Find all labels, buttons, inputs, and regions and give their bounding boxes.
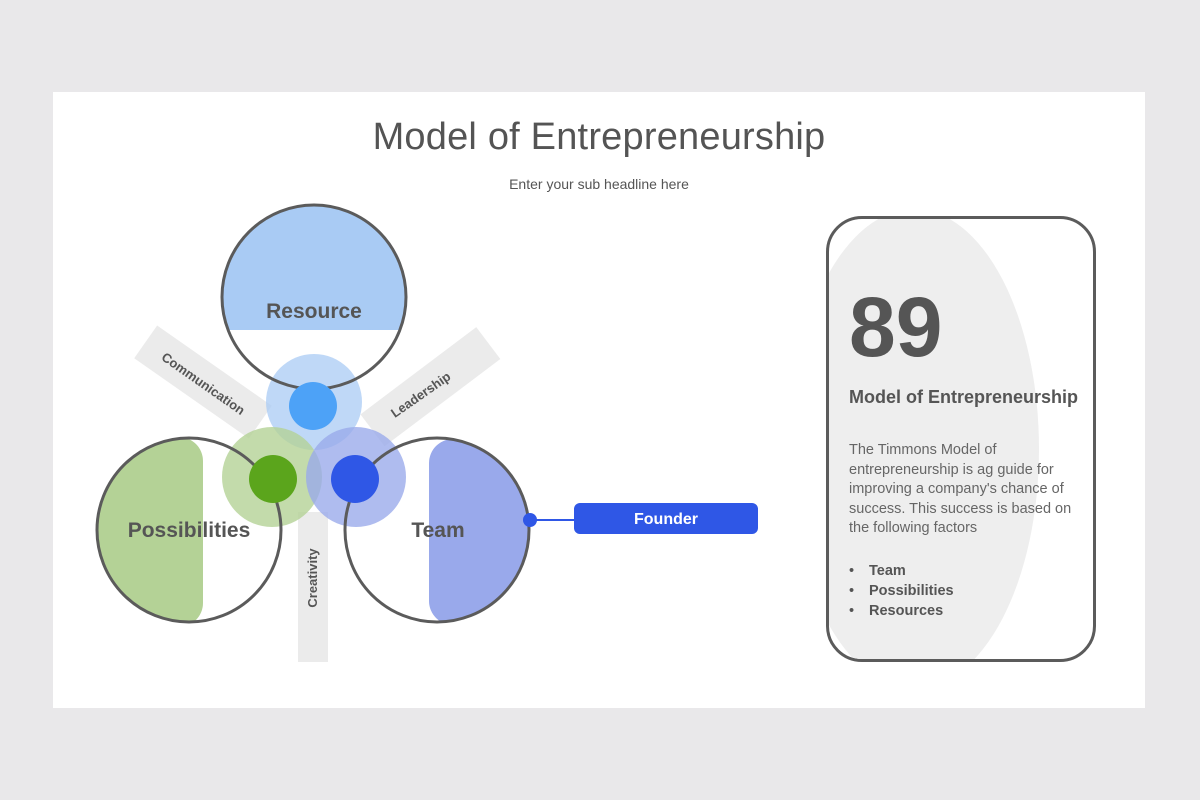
founder-badge bbox=[574, 503, 758, 534]
list-item: Team bbox=[849, 561, 954, 581]
card-description: The Timmons Model of entrepreneurship is… bbox=[849, 442, 1072, 536]
card-heading: Model of Entrepreneurship bbox=[849, 387, 1079, 407]
possibilities-dot bbox=[249, 455, 297, 503]
resource-dot bbox=[289, 382, 337, 430]
slide: Model of Entrepreneurship Enter your sub… bbox=[53, 92, 1145, 708]
resource-label: Resource bbox=[266, 300, 362, 323]
founder-label: Founder bbox=[634, 511, 698, 528]
possibilities-label: Possibilities bbox=[128, 519, 251, 542]
stat-card: 89 Model of Entrepreneurship The Timmons… bbox=[826, 216, 1096, 662]
creativity-label: Creativity bbox=[305, 548, 320, 608]
team-circle bbox=[343, 436, 531, 624]
resource-fill-cap bbox=[222, 297, 406, 330]
team-fill bbox=[429, 439, 529, 622]
list-item: Resources bbox=[849, 601, 954, 621]
team-label: Team bbox=[411, 519, 464, 542]
communication-band bbox=[134, 325, 272, 439]
list-item: Possibilities bbox=[849, 581, 954, 601]
leadership-band bbox=[360, 327, 501, 447]
possibilities-fill bbox=[97, 438, 203, 622]
factor-list: Team Possibilities Resources bbox=[849, 561, 954, 621]
connector-bands bbox=[134, 325, 501, 662]
entrepreneurship-diagram: Resource Possibilities Team Communicatio… bbox=[95, 203, 758, 662]
page-subtitle: Enter your sub headline here bbox=[509, 176, 689, 192]
stat-number: 89 bbox=[849, 280, 943, 374]
creativity-band bbox=[298, 512, 328, 662]
team-dot bbox=[331, 455, 379, 503]
page-title: Model of Entrepreneurship bbox=[372, 116, 826, 158]
possibilities-circle bbox=[95, 436, 283, 624]
founder-connector-dot bbox=[523, 513, 537, 527]
